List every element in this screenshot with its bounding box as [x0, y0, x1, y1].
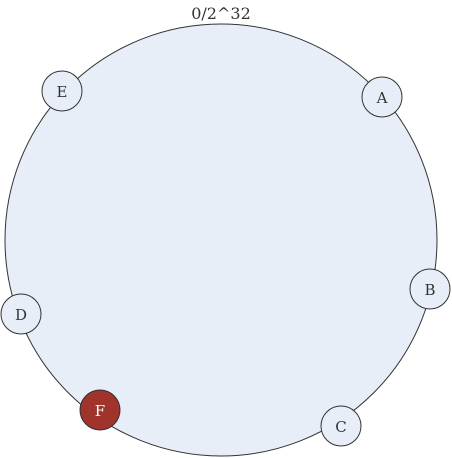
node-a-label: A — [376, 89, 388, 107]
ring-origin-label: 0/2^32 — [191, 4, 251, 23]
node-f-circle — [79, 389, 121, 431]
node-b-label: B — [424, 281, 435, 299]
hash-ring — [4, 23, 438, 457]
node-d-circle — [0, 293, 42, 335]
node-f: F — [79, 389, 121, 431]
node-c: C — [320, 405, 362, 447]
node-c-circle — [320, 405, 362, 447]
node-b: B — [409, 268, 451, 310]
node-a: A — [361, 76, 403, 118]
node-a-circle — [361, 76, 403, 118]
node-c-label: C — [335, 418, 346, 436]
node-e-label: E — [57, 83, 68, 101]
node-e-circle — [41, 70, 83, 112]
node-f-label: F — [95, 402, 105, 420]
node-d-label: D — [15, 306, 27, 324]
node-e: E — [41, 70, 83, 112]
node-b-circle — [409, 268, 451, 310]
node-d: D — [0, 293, 42, 335]
